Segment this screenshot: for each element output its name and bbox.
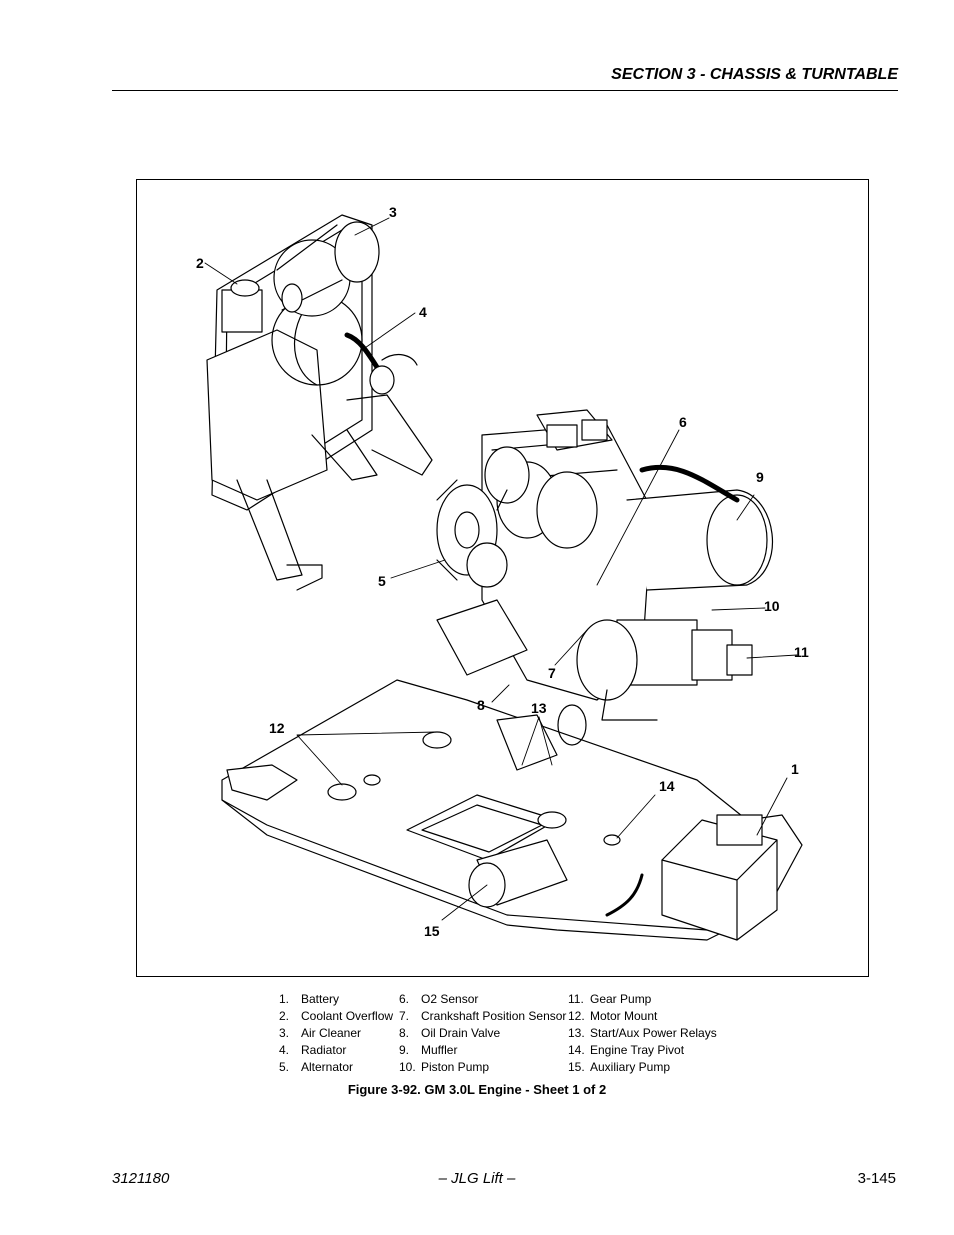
figure-caption: Figure 3-92. GM 3.0L Engine - Sheet 1 of…: [347, 1082, 607, 1097]
callout-14: 14: [659, 778, 675, 794]
legend-item: 15.Auxiliary Pump: [568, 1060, 671, 1074]
callout-10: 10: [764, 598, 780, 614]
callout-15: 15: [424, 923, 440, 939]
callout-7: 7: [548, 665, 556, 681]
callout-3: 3: [389, 204, 397, 220]
legend-item: 14.Engine Tray Pivot: [568, 1043, 685, 1057]
callout-9: 9: [756, 469, 764, 485]
callout-13: 13: [531, 700, 547, 716]
callout-8: 8: [477, 697, 485, 713]
legend-item: 7.Crankshaft Position Sensor: [399, 1009, 567, 1023]
legend-item: 4.Radiator: [279, 1043, 347, 1057]
legend-item: 5.Alternator: [279, 1060, 354, 1074]
engine-illustration: [204, 214, 803, 941]
engine-block: [436, 409, 773, 721]
legend-item: 1.Battery: [279, 992, 340, 1006]
legend-item: 11.Gear Pump: [568, 992, 652, 1006]
legend-item: 3.Air Cleaner: [279, 1026, 362, 1040]
callout-11: 11: [794, 644, 809, 660]
legend-item: 13.Start/Aux Power Relays: [568, 1026, 717, 1040]
legend-item: 6.O2 Sensor: [399, 992, 479, 1006]
legend-item: 9.Muffler: [399, 1043, 458, 1057]
legend-item: 10.Piston Pump: [399, 1060, 490, 1074]
callout-6: 6: [679, 414, 687, 430]
page-header: SECTION 3 - CHASSIS & TURNTABLE: [112, 64, 898, 91]
legend-item: 12.Motor Mount: [568, 1009, 658, 1023]
legend-item: 2.Coolant Overflow: [279, 1009, 394, 1023]
doc-number: 3121180: [112, 1170, 170, 1187]
page-number: 3-145: [857, 1170, 896, 1187]
legend-item: 8.Oil Drain Valve: [399, 1026, 501, 1040]
callout-4: 4: [419, 304, 427, 320]
callout-12: 12: [269, 720, 285, 736]
engine-figure-frame: 3 2 4 6 9 5 10 11 7 8 13 12 1 14 15: [136, 179, 869, 977]
leader-lines: [204, 217, 798, 921]
engine-tray: [221, 679, 803, 941]
radiator-assembly: [206, 214, 433, 591]
section-title: SECTION 3 - CHASSIS & TURNTABLE: [611, 66, 898, 83]
callout-2: 2: [196, 255, 204, 271]
callout-1: 1: [791, 761, 799, 777]
footer-brand: – JLG Lift –: [438, 1170, 516, 1187]
callout-5: 5: [378, 573, 386, 589]
